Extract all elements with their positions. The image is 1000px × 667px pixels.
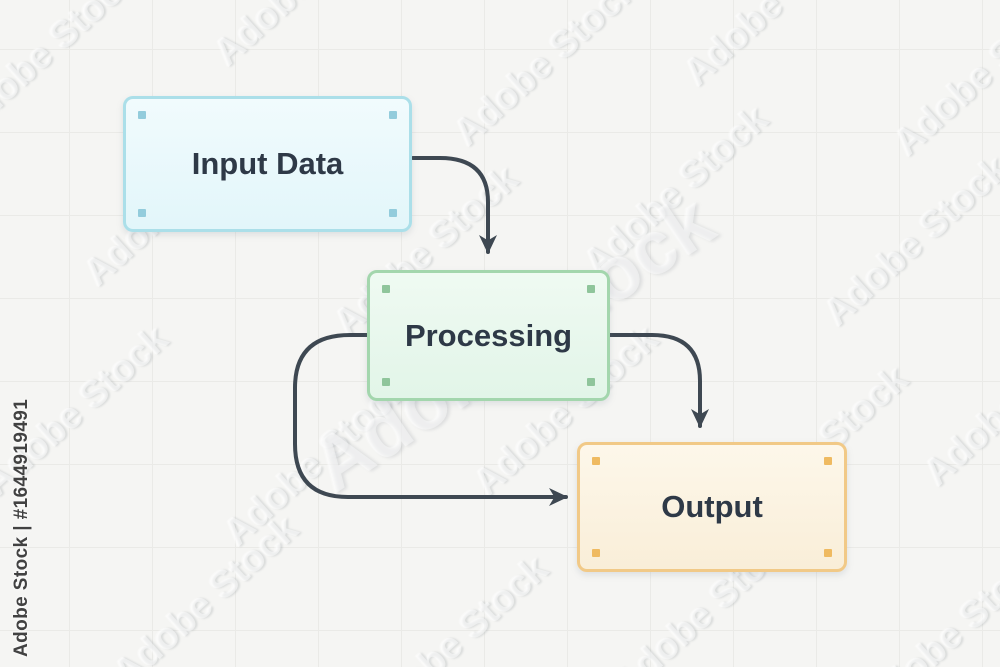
watermark-text: Adobe Stock bbox=[915, 308, 1000, 495]
watermark-text: Adobe Stock bbox=[855, 537, 1000, 667]
watermark-text: Adobe Stock bbox=[445, 0, 647, 155]
arrow-input-to-processing bbox=[411, 156, 497, 254]
watermark-text: Adobe Stock bbox=[575, 97, 777, 285]
node-input-data[interactable]: Input Data bbox=[123, 96, 412, 232]
watermark-text: Adobe Stock bbox=[815, 147, 1000, 335]
resize-handle[interactable] bbox=[587, 285, 595, 293]
resize-handle[interactable] bbox=[592, 457, 600, 465]
node-label-input-data: Input Data bbox=[191, 146, 344, 181]
arrow-processing-to-output-right bbox=[608, 333, 709, 428]
resize-handle[interactable] bbox=[587, 378, 595, 386]
watermark-text: Adobe Stock bbox=[355, 547, 557, 667]
watermark-text: Adobe Stock bbox=[675, 0, 877, 95]
resize-handle[interactable] bbox=[824, 549, 832, 557]
node-processing[interactable]: Processing bbox=[367, 270, 610, 401]
resize-handle[interactable] bbox=[824, 457, 832, 465]
resize-handle[interactable] bbox=[382, 378, 390, 386]
resize-handle[interactable] bbox=[592, 549, 600, 557]
resize-handle[interactable] bbox=[389, 209, 397, 217]
watermark-text: Adobe Stock bbox=[885, 0, 1000, 165]
resize-handle[interactable] bbox=[382, 285, 390, 293]
resize-handle[interactable] bbox=[389, 111, 397, 119]
watermark-text: Adobe Stock bbox=[105, 507, 307, 667]
node-label-processing: Processing bbox=[404, 317, 573, 353]
node-label-output: Output bbox=[661, 489, 763, 524]
stock-id-watermark: Adobe Stock | #1644919491 bbox=[11, 398, 32, 657]
resize-handle[interactable] bbox=[138, 209, 146, 217]
node-output[interactable]: Output bbox=[577, 442, 847, 572]
watermark-text: Adobe Stock bbox=[205, 0, 406, 75]
resize-handle[interactable] bbox=[138, 111, 146, 119]
